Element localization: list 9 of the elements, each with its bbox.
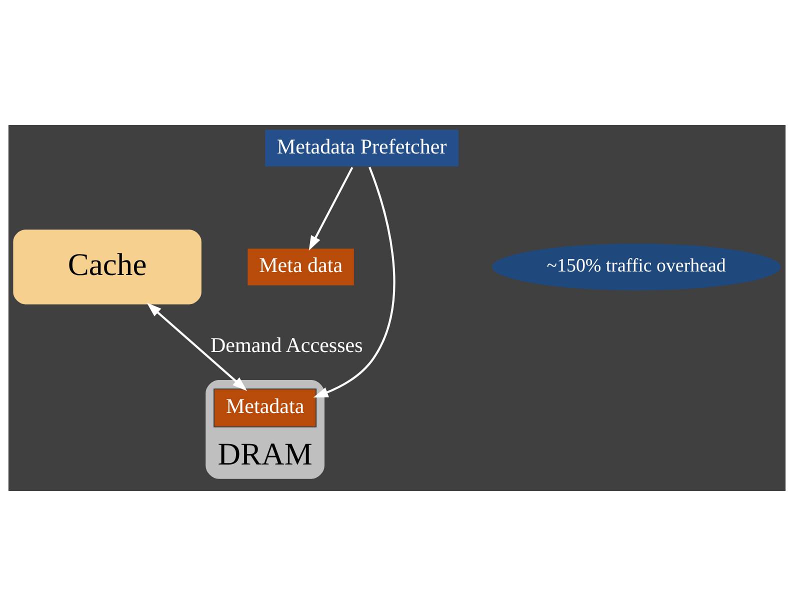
node-box: Cache xyxy=(12,228,202,306)
arrow xyxy=(146,302,248,392)
arrow xyxy=(313,166,396,398)
arrow xyxy=(308,166,354,251)
edge-label: Demand Accesses xyxy=(210,333,363,358)
node-box: Metadata Prefetcher xyxy=(264,128,460,168)
node-ellipse: ~150% traffic overhead xyxy=(490,242,782,292)
node-box: Metadata xyxy=(214,388,317,428)
node-box: Meta data xyxy=(246,248,355,286)
